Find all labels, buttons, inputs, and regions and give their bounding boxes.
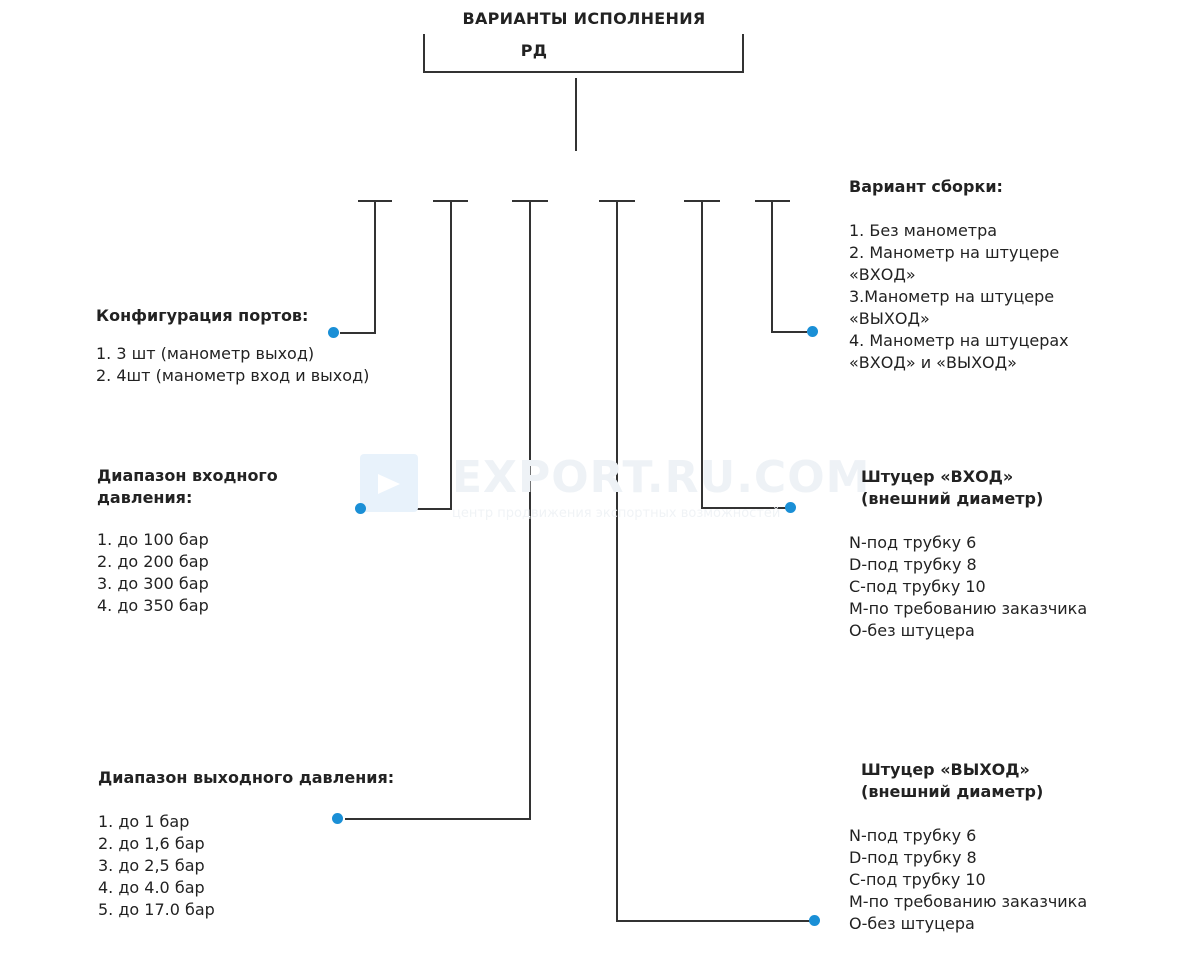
- title-line-2: РД: [520, 41, 548, 60]
- option-item: 4. до 350 бар: [97, 596, 209, 615]
- connector-outlet-pressure: [345, 201, 531, 820]
- heading-line: Диапазон выходного давления:: [98, 768, 395, 787]
- option-item: 3.Манометр на штуцере: [849, 287, 1055, 306]
- option-item: 3. до 2,5 бар: [98, 856, 205, 875]
- heading-line: Диапазон входного: [97, 466, 278, 485]
- block-outlet-pressure: Диапазон выходного давления: 1. до 1 бар…: [98, 767, 394, 921]
- block-outlet-fitting: Штуцер «ВЫХОД» (внешний диаметр) N-под тр…: [849, 759, 1087, 935]
- option-item: 2. до 200 бар: [97, 552, 209, 571]
- block-assembly: Вариант сборки: 1. Без манометра 2. Маном…: [849, 176, 1069, 374]
- block-outlet-pressure-options: 1. до 1 бар 2. до 1,6 бар 3. до 2,5 бар 4. …: [98, 811, 394, 921]
- heading-line: Конфигурация портов:: [96, 306, 309, 325]
- option-item: 1. 3 шт (манометр выход): [96, 344, 315, 363]
- block-ports-heading: Конфигурация портов:: [96, 305, 369, 327]
- title-line-1: ВАРИАНТЫ ИСПОЛНЕНИЯ: [462, 9, 706, 28]
- option-item: 1. до 1 бар: [98, 812, 190, 831]
- dot-outlet-fitting: [809, 915, 820, 926]
- block-ports-options: 1. 3 шт (манометр выход) 2. 4шт (манометр…: [96, 343, 369, 387]
- block-inlet-fitting-options: N-под трубку 6 D-под трубку 8 С-под трубку…: [849, 532, 1087, 642]
- dot-inlet-fitting: [785, 502, 796, 513]
- block-inlet-pressure-heading: Диапазон входного давления:: [97, 465, 278, 509]
- block-ports: Конфигурация портов: 1. 3 шт (манометр в…: [96, 305, 369, 387]
- option-item: 1. до 100 бар: [97, 530, 209, 549]
- block-inlet-fitting-heading: Штуцер «ВХОД» (внешний диаметр): [849, 466, 1087, 510]
- option-item: С-под трубку 10: [849, 870, 986, 889]
- heading-line: (внешний диаметр): [861, 489, 1044, 508]
- block-inlet-fitting: Штуцер «ВХОД» (внешний диаметр) N-под тру…: [849, 466, 1087, 642]
- option-item: 4. Манометр на штуцерах: [849, 331, 1069, 350]
- connector-assembly: [771, 201, 807, 333]
- option-item: 3. до 300 бар: [97, 574, 209, 593]
- block-assembly-heading: Вариант сборки:: [849, 176, 1069, 198]
- block-outlet-fitting-heading: Штуцер «ВЫХОД» (внешний диаметр): [849, 759, 1087, 803]
- option-item: 1. Без манометра: [849, 221, 998, 240]
- block-assembly-options: 1. Без манометра 2. Манометр на штуцере «В…: [849, 220, 1069, 374]
- title-bracket: [423, 34, 744, 73]
- block-outlet-fitting-options: N-под трубку 6 D-под трубку 8 С-под трубку…: [849, 825, 1087, 935]
- option-item: «ВХОД» и «ВЫХОД»: [849, 353, 1017, 372]
- heading-line: давления:: [97, 488, 193, 507]
- option-item: N-под трубку 6: [849, 533, 977, 552]
- option-item: D-под трубку 8: [849, 848, 977, 867]
- option-item: N-под трубку 6: [849, 826, 977, 845]
- option-item: «ВЫХОД»: [849, 309, 930, 328]
- dot-outlet-pressure: [332, 813, 343, 824]
- option-item: «ВХОД»: [849, 265, 916, 284]
- option-item: D-под трубку 8: [849, 555, 977, 574]
- option-item: О-без штуцера: [849, 914, 975, 933]
- block-inlet-pressure-options: 1. до 100 бар 2. до 200 бар 3. до 300 бар 4…: [97, 529, 278, 617]
- option-item: 2. 4шт (манометр вход и выход): [96, 366, 370, 385]
- option-item: М-по требованию заказчика: [849, 892, 1088, 911]
- dot-assembly: [807, 326, 818, 337]
- heading-line: Штуцер «ВЫХОД»: [861, 760, 1030, 779]
- option-item: 5. до 17.0 бар: [98, 900, 215, 919]
- connector-inlet-pressure: [367, 201, 452, 510]
- option-item: 4. до 4.0 бар: [98, 878, 205, 897]
- dot-inlet-pressure: [355, 503, 366, 514]
- heading-line: (внешний диаметр): [861, 782, 1044, 801]
- option-item: 2. Манометр на штуцере: [849, 243, 1060, 262]
- block-inlet-pressure: Диапазон входного давления: 1. до 100 бар…: [97, 465, 278, 617]
- connector-ports: [340, 201, 376, 334]
- dot-ports: [328, 327, 339, 338]
- option-item: С-под трубку 10: [849, 577, 986, 596]
- option-item: О-без штуцера: [849, 621, 975, 640]
- block-outlet-pressure-heading: Диапазон выходного давления:: [98, 767, 394, 789]
- heading-line: Штуцер «ВХОД»: [861, 467, 1014, 486]
- option-item: М-по требованию заказчика: [849, 599, 1088, 618]
- option-item: 2. до 1,6 бар: [98, 834, 205, 853]
- heading-line: Вариант сборки:: [849, 177, 1003, 196]
- connector-outlet-fitting: [616, 201, 810, 922]
- connector-inlet-fitting: [701, 201, 786, 509]
